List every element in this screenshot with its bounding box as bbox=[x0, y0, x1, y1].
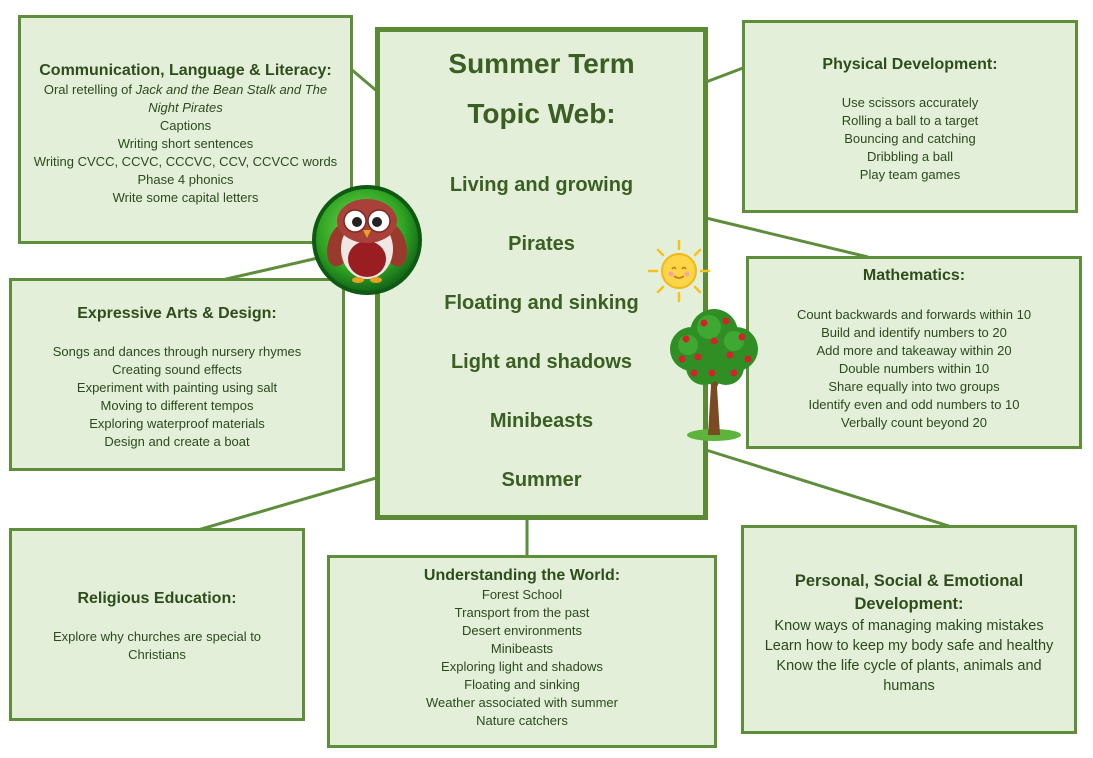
cll-item: Writing short sentences bbox=[117, 136, 254, 151]
physical-item: Use scissors accurately bbox=[841, 95, 979, 110]
connector-expressive bbox=[221, 256, 319, 282]
physical-item: Rolling a ball to a target bbox=[841, 113, 979, 128]
utw-item: Floating and sinking bbox=[464, 677, 580, 692]
expressive-item: Experiment with painting using salt bbox=[76, 380, 278, 395]
cll-line2-italic: Night Pirates bbox=[148, 100, 223, 115]
expressive-box: Expressive Arts & Design: Songs and danc… bbox=[9, 278, 345, 471]
cll-line1-prefix: Oral retelling of bbox=[43, 82, 136, 97]
center-topic: Summer bbox=[501, 469, 582, 491]
psed-item: Know ways of managing making mistakes bbox=[774, 618, 1044, 634]
physical-item: Bouncing and catching bbox=[844, 131, 976, 146]
psed-title-line2: Development: bbox=[854, 595, 964, 613]
cll-item: Writing CVCC, CCVC, CCCVC, CCV, CCVCC wo… bbox=[33, 154, 338, 169]
re-item: Explore why churches are special to bbox=[52, 629, 262, 644]
maths-item: Share equally into two groups bbox=[828, 379, 1000, 394]
psed-item: Know the life cycle of plants, animals a… bbox=[776, 658, 1042, 674]
physical-item: Dribbling a ball bbox=[867, 149, 953, 164]
maths-box: Mathematics: Count backwards and forward… bbox=[746, 256, 1082, 449]
connector-cll bbox=[351, 68, 379, 94]
physical-item: Play team games bbox=[859, 167, 961, 182]
sun-icon bbox=[647, 239, 711, 303]
expressive-item: Exploring waterproof materials bbox=[89, 416, 265, 431]
expressive-item: Songs and dances through nursery rhymes bbox=[52, 344, 302, 359]
maths-item: Verbally count beyond 20 bbox=[841, 415, 987, 430]
center-title-line2: Topic Web: bbox=[467, 98, 616, 129]
cll-line-night-pirates: Night Pirates bbox=[21, 99, 350, 117]
utw-item: Exploring light and shadows bbox=[441, 659, 603, 674]
cll-title: Communication, Language & Literacy: bbox=[39, 62, 332, 79]
center-topic: Living and growing bbox=[449, 174, 634, 196]
cll-box: Communication, Language & Literacy: Oral… bbox=[18, 15, 353, 244]
center-topic: Minibeasts bbox=[489, 410, 594, 432]
re-item: Christians bbox=[128, 647, 186, 662]
apple-tree-icon bbox=[670, 309, 758, 441]
physical-box: Physical Development: Use scissors accur… bbox=[742, 20, 1078, 213]
owl-badge-icon bbox=[312, 185, 422, 295]
psed-title-line1: Personal, Social & Emotional bbox=[794, 572, 1024, 590]
maths-item: Build and identify numbers to 20 bbox=[821, 325, 1007, 340]
psed-box: Personal, Social & Emotional Development… bbox=[741, 525, 1077, 734]
utw-item: Minibeasts bbox=[490, 641, 554, 656]
center-title-line1: Summer Term bbox=[448, 48, 635, 79]
expressive-title: Expressive Arts & Design: bbox=[77, 305, 277, 322]
utw-item: Weather associated with summer bbox=[426, 695, 618, 710]
maths-title: Mathematics: bbox=[862, 267, 966, 284]
cll-line-oral-retelling: Oral retelling of Jack and the Bean Stal… bbox=[21, 81, 350, 99]
cll-item: Write some capital letters bbox=[112, 190, 259, 205]
center-topic: Light and shadows bbox=[450, 351, 633, 373]
maths-item: Count backwards and forwards within 10 bbox=[796, 307, 1032, 322]
utw-title: Understanding the World: bbox=[423, 567, 621, 584]
center-topic: Floating and sinking bbox=[444, 292, 639, 314]
utw-box: Understanding the World: Forest School T… bbox=[327, 555, 717, 748]
re-title: Religious Education: bbox=[77, 590, 237, 607]
maths-item: Add more and takeaway within 20 bbox=[816, 343, 1012, 358]
utw-item: Transport from the past bbox=[454, 605, 590, 620]
connector-maths bbox=[705, 216, 869, 259]
physical-title: Physical Development: bbox=[822, 56, 998, 73]
utw-item: Forest School bbox=[481, 587, 563, 602]
maths-item: Double numbers within 10 bbox=[838, 361, 990, 376]
cll-item: Phase 4 phonics bbox=[137, 172, 234, 187]
utw-item: Desert environments bbox=[462, 623, 582, 638]
expressive-item: Creating sound effects bbox=[112, 362, 242, 377]
cll-item: Captions bbox=[159, 118, 212, 133]
connector-physical bbox=[705, 66, 744, 84]
connector-re bbox=[197, 476, 377, 532]
maths-item: Identify even and odd numbers to 10 bbox=[808, 397, 1020, 412]
connector-psed bbox=[705, 448, 953, 529]
cll-line1-italic: Jack and the Bean Stalk and The bbox=[135, 82, 328, 97]
re-box: Religious Education: Explore why churche… bbox=[9, 528, 305, 721]
utw-item: Nature catchers bbox=[476, 713, 568, 728]
expressive-item: Design and create a boat bbox=[104, 434, 250, 449]
psed-item: Learn how to keep my body safe and healt… bbox=[764, 638, 1054, 654]
expressive-item: Moving to different tempos bbox=[100, 398, 254, 413]
psed-item: humans bbox=[883, 678, 935, 694]
center-topic: Pirates bbox=[508, 233, 575, 255]
